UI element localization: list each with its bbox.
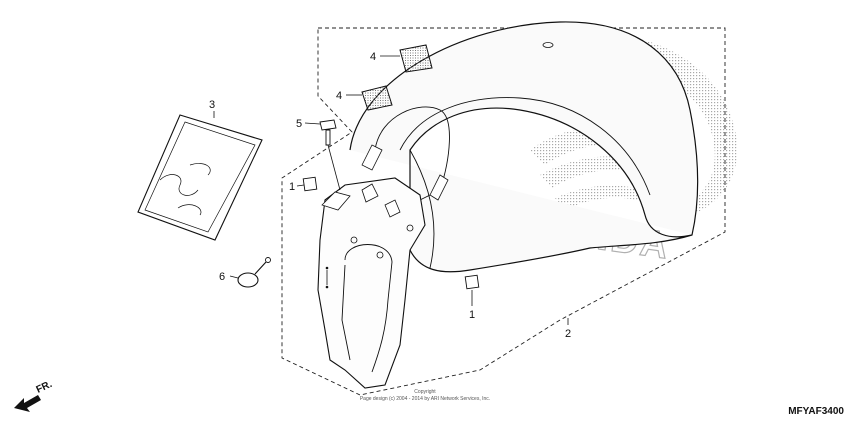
callout-4-upper: 4 bbox=[370, 51, 376, 63]
copyright-line-1: Copyright bbox=[414, 389, 436, 395]
callout-4-lower: 4 bbox=[336, 90, 342, 102]
reflector-lower bbox=[361, 85, 393, 111]
callout-3: 3 bbox=[209, 99, 215, 111]
leader-lines bbox=[213, 55, 569, 325]
callout-6: 6 bbox=[219, 271, 225, 283]
document-bag bbox=[137, 114, 263, 241]
inner-fender-bracket bbox=[317, 177, 426, 389]
diagram-reference-code: MFYAF3400 bbox=[788, 406, 844, 417]
cushion-left bbox=[302, 176, 318, 192]
assembly-group-boundary bbox=[281, 27, 726, 396]
reflector-upper bbox=[399, 44, 433, 73]
callout-2: 2 bbox=[565, 328, 571, 340]
clip-rivet bbox=[319, 119, 337, 146]
cable-band bbox=[237, 257, 271, 288]
copyright-line-2: Page design (c) 2004 - 2014 by ARI Netwo… bbox=[359, 396, 491, 402]
rear-fender bbox=[349, 21, 699, 273]
callout-1-right: 1 bbox=[469, 309, 475, 321]
cushion-right bbox=[464, 274, 480, 290]
callout-5: 5 bbox=[296, 118, 302, 130]
callout-1-left: 1 bbox=[289, 181, 295, 193]
